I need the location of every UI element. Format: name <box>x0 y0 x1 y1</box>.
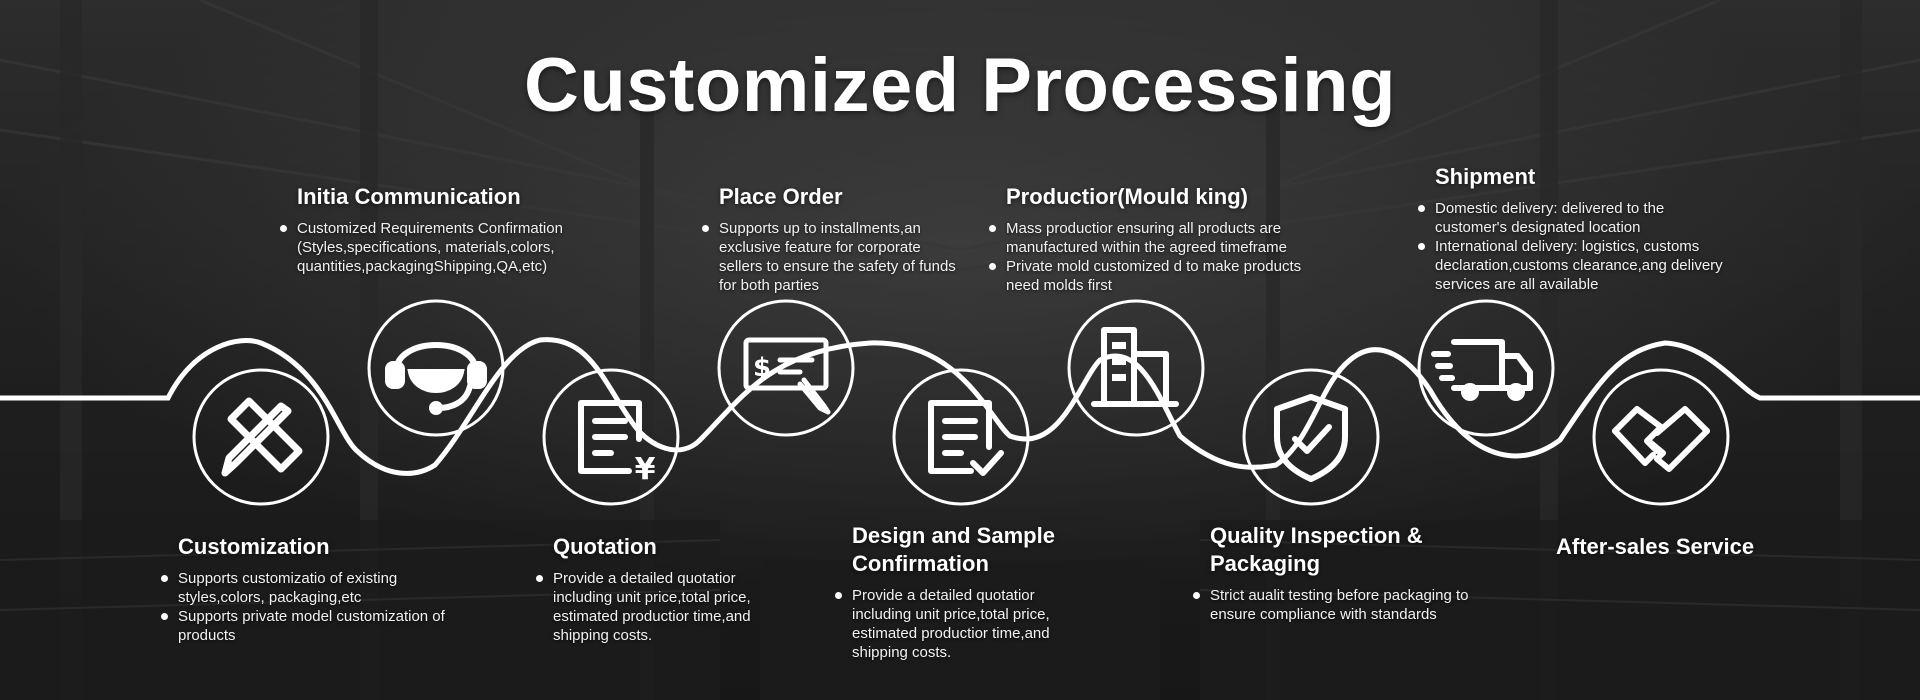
step-bullets: Provide a detailed quotatior including u… <box>536 569 773 645</box>
bullet-item: Provide a detailed quotatior including u… <box>536 569 773 645</box>
bullet-item: Supports customizatio of existing styles… <box>161 569 468 607</box>
svg-text:$: $ <box>753 353 771 383</box>
step-customization-circle <box>191 367 331 507</box>
yen-document-icon: ¥ <box>542 368 680 506</box>
step-production-circle <box>1066 298 1206 438</box>
step-title: Quality Inspection & Packaging <box>1210 523 1423 576</box>
step-title: Design and Sample Confirmation <box>852 523 1055 576</box>
page-title: Customized Processing <box>523 43 1397 128</box>
step-title: Place Order <box>719 184 843 209</box>
bullet-item: Strict aualit testing before packaging t… <box>1193 586 1510 624</box>
bullet-item: Customized Requirements Confirmation (St… <box>280 219 597 276</box>
step-title: Shipment <box>1435 164 1536 189</box>
step-production: Productior(Mould king) Mass productior e… <box>989 183 1336 295</box>
step-bullets: Customized Requirements Confirmation (St… <box>280 219 597 276</box>
step-title: Initia Communication <box>297 184 521 209</box>
step-design-circle <box>891 367 1031 507</box>
bullet-item: Supports up to installments,an exclusive… <box>702 219 959 295</box>
step-bullets: Mass productior ensuring all products ar… <box>989 219 1336 295</box>
step-communication: Initia Communication Customized Requirem… <box>280 183 597 276</box>
step-title: Productior(Mould king) <box>1006 184 1248 209</box>
step-shipment-circle <box>1416 298 1556 438</box>
step-quality-circle <box>1241 367 1381 507</box>
step-shipment: Shipment Domestic delivery: delivered to… <box>1418 163 1735 294</box>
delivery-truck-icon <box>1417 299 1555 437</box>
step-customization: Customization Supports customizatio of e… <box>161 533 468 645</box>
step-after-sales-circle <box>1591 367 1731 507</box>
bullet-item: Provide a detailed quotatior including u… <box>835 586 1092 662</box>
bullet-item: International delivery: logistics, custo… <box>1418 237 1735 294</box>
step-bullets: Domestic delivery: delivered to the cust… <box>1418 199 1735 294</box>
step-title: After-sales Service <box>1556 534 1755 559</box>
step-quotation-circle: ¥ <box>541 367 681 507</box>
bullet-item: Mass productior ensuring all products ar… <box>989 219 1336 257</box>
handshake-icon <box>1592 368 1730 506</box>
step-design: Design and Sample Confirmation Provide a… <box>835 522 1092 662</box>
svg-text:¥: ¥ <box>635 452 656 487</box>
shield-check-icon <box>1242 368 1380 506</box>
customer-service-headset-icon <box>367 299 505 437</box>
step-place-order: Place Order Supports up to installments,… <box>702 183 959 295</box>
step-bullets: Provide a detailed quotatior including u… <box>835 586 1092 662</box>
step-title: Quotation <box>553 534 657 559</box>
ruler-pencil-icon <box>192 368 330 506</box>
document-check-icon <box>892 368 1030 506</box>
step-bullets: Supports up to installments,an exclusive… <box>702 219 959 295</box>
step-bullets: Strict aualit testing before packaging t… <box>1193 586 1510 624</box>
step-after-sales: After-sales Service <box>1556 533 1796 569</box>
step-quality: Quality Inspection & Packaging Strict au… <box>1193 522 1510 624</box>
factory-building-icon <box>1067 299 1205 437</box>
bullet-item: Supports private model customization of … <box>161 607 468 645</box>
check-pen-icon: $ <box>717 299 855 437</box>
step-communication-circle <box>366 298 506 438</box>
bullet-item: Private mold customized d to make produc… <box>989 257 1336 295</box>
bullet-item: Domestic delivery: delivered to the cust… <box>1418 199 1735 237</box>
step-bullets: Supports customizatio of existing styles… <box>161 569 468 645</box>
step-place-order-circle: $ <box>716 298 856 438</box>
step-title: Customization <box>178 534 330 559</box>
step-quotation: Quotation Provide a detailed quotatior i… <box>536 533 773 645</box>
